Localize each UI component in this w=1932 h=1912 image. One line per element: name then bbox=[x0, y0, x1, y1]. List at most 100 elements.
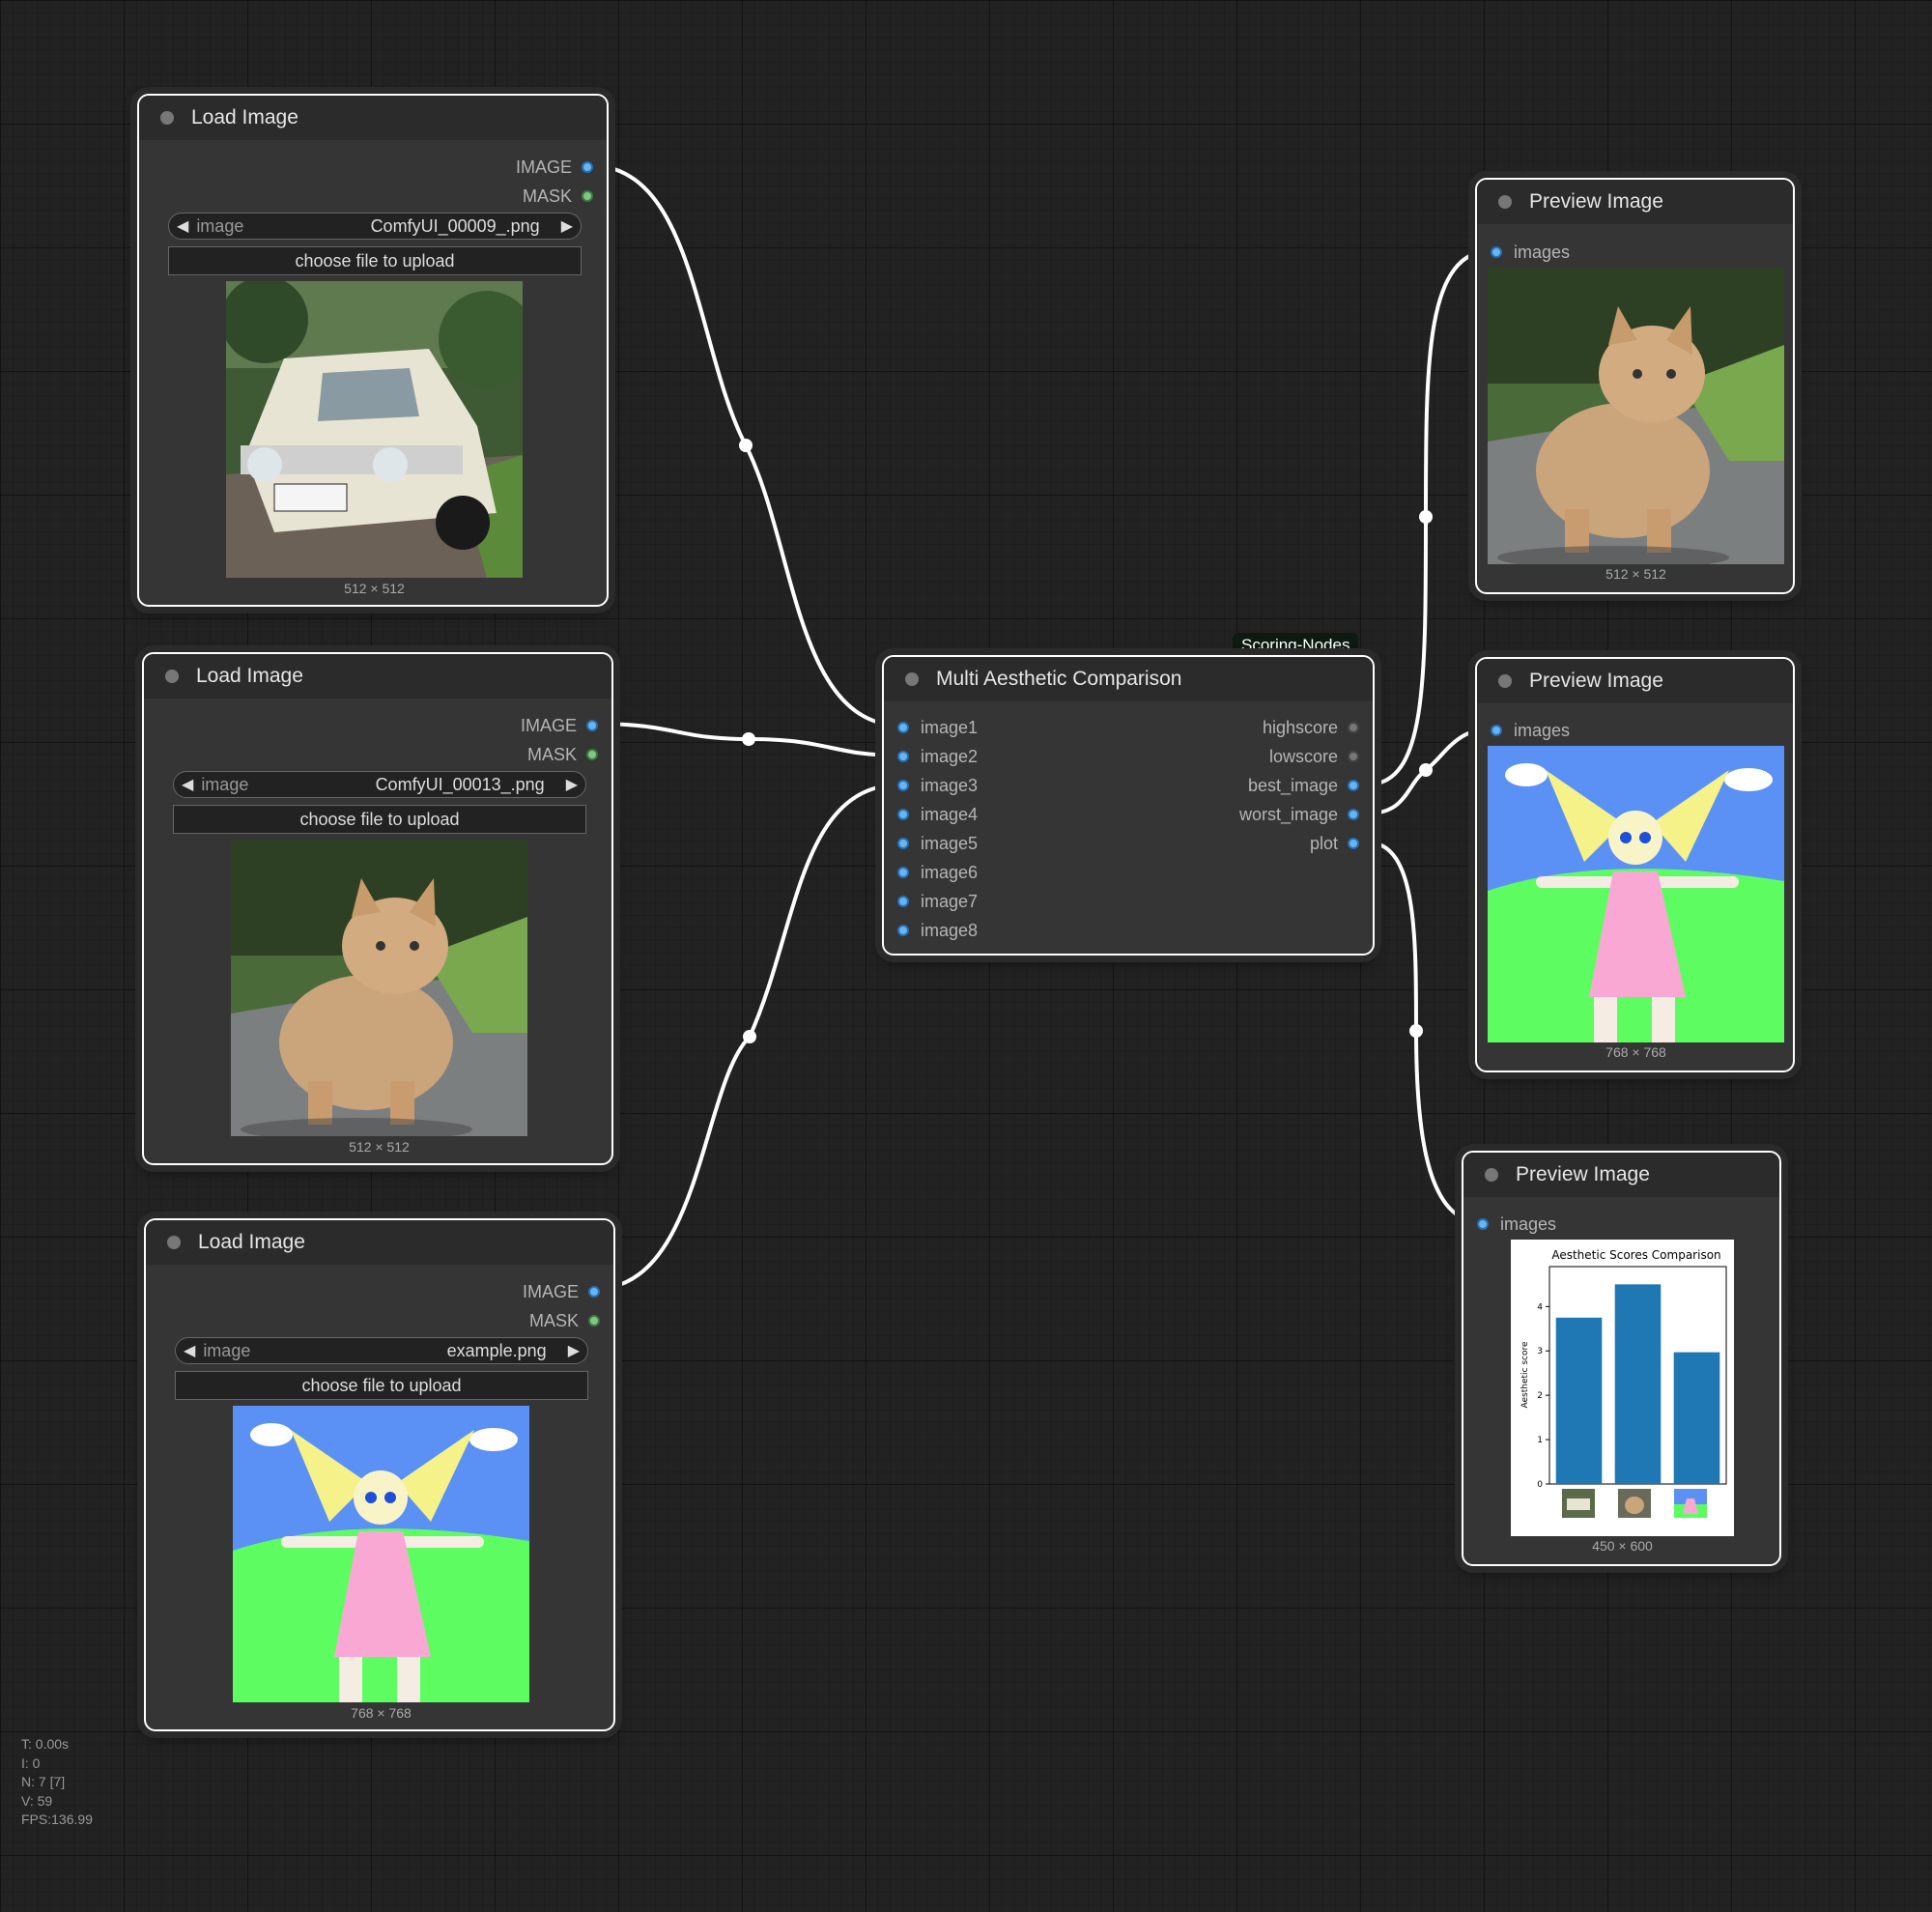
slot-dot-icon[interactable] bbox=[897, 751, 909, 762]
combo-label: image bbox=[203, 1340, 251, 1360]
output-slot-plot[interactable]: plot bbox=[1310, 832, 1359, 855]
arrow-left-icon[interactable]: ◀ bbox=[177, 218, 189, 235]
slot-label: MASK bbox=[522, 186, 572, 206]
preview-image-node-2[interactable]: Preview Image images 768 × 768 bbox=[1475, 657, 1795, 1072]
slot-dot-icon[interactable] bbox=[1477, 1218, 1489, 1230]
slot-dot-icon[interactable] bbox=[1491, 725, 1502, 736]
slot-dot-icon[interactable] bbox=[1348, 751, 1359, 762]
slot-dot-icon[interactable] bbox=[1348, 838, 1359, 849]
multi-aesthetic-node[interactable]: Multi Aesthetic Comparison image1 image2… bbox=[882, 655, 1375, 956]
node-title-bar[interactable]: Preview Image bbox=[1477, 659, 1793, 703]
collapse-dot-icon[interactable] bbox=[167, 1236, 181, 1249]
arrow-right-icon[interactable]: ▶ bbox=[567, 1343, 580, 1359]
slot-label: image3 bbox=[921, 776, 979, 795]
output-slot-mask[interactable]: MASK bbox=[523, 185, 593, 208]
slot-dot-icon[interactable] bbox=[1348, 809, 1359, 820]
node-title-bar[interactable]: Multi Aesthetic Comparison bbox=[884, 657, 1373, 701]
collapse-dot-icon[interactable] bbox=[1498, 674, 1512, 688]
input-slot-image2[interactable]: image2 bbox=[897, 745, 978, 768]
collapse-dot-icon[interactable] bbox=[160, 111, 174, 125]
input-slot-images[interactable]: images bbox=[1477, 1213, 1556, 1236]
collapse-dot-icon[interactable] bbox=[1498, 195, 1512, 209]
output-slot-best-image[interactable]: best_image bbox=[1248, 774, 1359, 797]
slot-dot-icon[interactable] bbox=[582, 190, 593, 202]
output-slot-mask[interactable]: MASK bbox=[527, 743, 598, 766]
slot-label: MASK bbox=[528, 1311, 579, 1330]
slot-dot-icon[interactable] bbox=[582, 161, 593, 173]
input-slot-image7[interactable]: image7 bbox=[897, 890, 978, 913]
node-title-bar[interactable]: Preview Image bbox=[1463, 1153, 1779, 1197]
output-slot-image[interactable]: IMAGE bbox=[516, 156, 593, 179]
chart-title: Aesthetic Scores Comparison bbox=[1551, 1248, 1720, 1262]
slot-dot-icon[interactable] bbox=[897, 896, 909, 907]
arrow-right-icon[interactable]: ▶ bbox=[560, 218, 573, 235]
collapse-dot-icon[interactable] bbox=[1485, 1168, 1498, 1182]
input-slot-image1[interactable]: image1 bbox=[897, 716, 978, 739]
collapse-dot-icon[interactable] bbox=[165, 670, 179, 683]
slot-dot-icon[interactable] bbox=[897, 780, 909, 791]
arrow-left-icon[interactable]: ◀ bbox=[184, 1343, 196, 1359]
slot-dot-icon[interactable] bbox=[586, 720, 598, 731]
upload-button[interactable]: choose file to upload bbox=[173, 805, 586, 834]
output-slot-image[interactable]: IMAGE bbox=[523, 1280, 600, 1303]
node-title-bar[interactable]: Load Image bbox=[139, 96, 607, 140]
node-title-bar[interactable]: Preview Image bbox=[1477, 180, 1793, 224]
slot-label: image4 bbox=[921, 805, 979, 824]
stat-visible: V: 59 bbox=[21, 1792, 53, 1809]
node-title-bar[interactable]: Load Image bbox=[146, 1220, 613, 1265]
image-size-label: 512 × 512 bbox=[344, 581, 405, 596]
slot-dot-icon[interactable] bbox=[1348, 722, 1359, 733]
node-title: Preview Image bbox=[1529, 190, 1663, 213]
node-title-bar[interactable]: Load Image bbox=[144, 654, 611, 699]
y-tick-label: 1 bbox=[1537, 1436, 1543, 1445]
slot-label: worst_image bbox=[1238, 805, 1338, 824]
upload-button[interactable]: choose file to upload bbox=[175, 1371, 588, 1400]
input-slot-image4[interactable]: image4 bbox=[897, 803, 978, 826]
slot-dot-icon[interactable] bbox=[897, 809, 909, 820]
slot-dot-icon[interactable] bbox=[1348, 780, 1359, 791]
upload-button[interactable]: choose file to upload bbox=[168, 246, 582, 275]
slot-dot-icon[interactable] bbox=[1491, 246, 1502, 258]
slot-dot-icon[interactable] bbox=[588, 1286, 600, 1298]
stat-fps: FPS:136.99 bbox=[21, 1812, 93, 1827]
plot-preview-image: Aesthetic Scores Comparison Aesthetic sc… bbox=[1511, 1240, 1734, 1536]
drawing-image bbox=[233, 1406, 529, 1702]
wire-load1-image1[interactable] bbox=[588, 163, 902, 728]
slot-label: plot bbox=[1309, 834, 1338, 853]
input-slot-images[interactable]: images bbox=[1491, 241, 1570, 264]
slot-dot-icon[interactable] bbox=[588, 1315, 600, 1327]
slot-dot-icon[interactable] bbox=[586, 749, 598, 760]
input-slot-images[interactable]: images bbox=[1491, 719, 1570, 742]
preview-image-node-3[interactable]: Preview Image images Aesthetic Scores Co… bbox=[1462, 1151, 1781, 1566]
collapse-dot-icon[interactable] bbox=[905, 672, 919, 686]
slot-dot-icon[interactable] bbox=[897, 925, 909, 936]
drawing-thumb-dress bbox=[1683, 1498, 1698, 1514]
arrow-left-icon[interactable]: ◀ bbox=[182, 777, 194, 793]
wire-load3-image3[interactable] bbox=[594, 783, 902, 1291]
slot-label: image1 bbox=[921, 718, 979, 737]
stat-nodes: N: 7 [7] bbox=[21, 1774, 66, 1789]
output-slot-worst-image[interactable]: worst_image bbox=[1239, 803, 1359, 826]
output-slot-highscore[interactable]: highscore bbox=[1263, 716, 1359, 739]
slot-dot-icon[interactable] bbox=[897, 838, 909, 849]
slot-dot-icon[interactable] bbox=[897, 722, 909, 733]
input-slot-image5[interactable]: image5 bbox=[897, 832, 978, 855]
output-slot-image[interactable]: IMAGE bbox=[521, 714, 598, 737]
output-slot-lowscore[interactable]: lowscore bbox=[1269, 745, 1359, 768]
input-slot-image3[interactable]: image3 bbox=[897, 774, 978, 797]
slot-dot-icon[interactable] bbox=[897, 867, 909, 878]
scoring-nodes-badge: Scoring-Nodes bbox=[1233, 633, 1359, 658]
preview-image-node-1[interactable]: Preview Image images 512 × 512 bbox=[1475, 178, 1795, 594]
input-slot-image8[interactable]: image8 bbox=[897, 919, 978, 942]
cat-thumb-body bbox=[1625, 1497, 1644, 1514]
input-slot-image6[interactable]: image6 bbox=[897, 861, 978, 884]
output-slot-mask[interactable]: MASK bbox=[529, 1309, 600, 1332]
wire-load2-image2[interactable] bbox=[592, 722, 902, 757]
arrow-right-icon[interactable]: ▶ bbox=[565, 777, 578, 793]
